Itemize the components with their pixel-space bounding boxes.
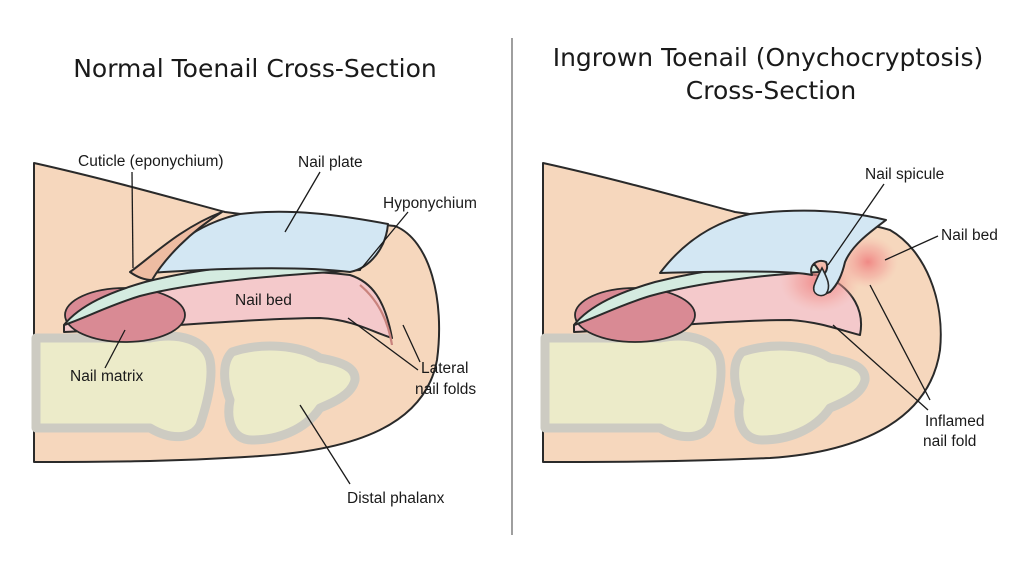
label-nail-spicule: Nail spicule bbox=[865, 166, 944, 183]
label-lateral-2: nail folds bbox=[415, 381, 476, 398]
nail-plate bbox=[149, 210, 389, 274]
hyponychium-leader bbox=[359, 211, 409, 271]
label-inflamed-1: Inflamed bbox=[925, 413, 984, 430]
distal-phalanx-bone bbox=[220, 341, 360, 445]
lateral-fold-leader-2 bbox=[402, 324, 421, 363]
inflamed-fold-leader-1 bbox=[869, 284, 931, 401]
label-nail-bed: Nail bed bbox=[235, 292, 292, 309]
ingrown-proximal-bone bbox=[540, 331, 726, 442]
inflamed-fold-leader-2 bbox=[832, 324, 929, 411]
nail-spicule bbox=[812, 266, 830, 297]
normal-panel: Normal Toenail Cross-Section Cuticle (ep… bbox=[31, 54, 477, 507]
lateral-fold-crease bbox=[359, 284, 394, 346]
nail-matrix-leader bbox=[104, 329, 126, 369]
ingrown-title-line-1: Ingrown Toenail (Onychocryptosis) bbox=[553, 43, 984, 72]
label-inflamed-2: nail fold bbox=[923, 433, 976, 450]
nail-spicule-leader bbox=[827, 183, 885, 266]
ingrown-distal-phalanx-bone bbox=[730, 341, 870, 445]
ingrown-nail-bed-leader bbox=[884, 235, 939, 261]
lateral-fold-leader-1 bbox=[347, 317, 419, 371]
label-cuticle: Cuticle (eponychium) bbox=[78, 153, 224, 170]
nail-plate-leader bbox=[284, 171, 321, 233]
ingrown-panel: Ingrown Toenail (Onychocryptosis) Cross-… bbox=[540, 43, 998, 463]
distal-phalanx-leader bbox=[299, 404, 351, 485]
label-nail-matrix: Nail matrix bbox=[70, 368, 143, 385]
ingrown-title-line-2: Cross-Section bbox=[686, 76, 856, 105]
label-nail-plate: Nail plate bbox=[298, 154, 363, 171]
ingrown-nail-plate bbox=[659, 209, 887, 295]
cuticle-fold bbox=[129, 211, 223, 281]
label-distal-phalanx: Distal phalanx bbox=[347, 490, 445, 507]
label-ingrown-nail-bed: Nail bed bbox=[941, 227, 998, 244]
normal-panel-title: Normal Toenail Cross-Section bbox=[73, 54, 437, 83]
label-hyponychium: Hyponychium bbox=[383, 195, 477, 212]
label-lateral-1: Lateral bbox=[421, 360, 468, 377]
proximal-bone bbox=[31, 331, 216, 442]
cuticle-leader bbox=[131, 171, 134, 269]
